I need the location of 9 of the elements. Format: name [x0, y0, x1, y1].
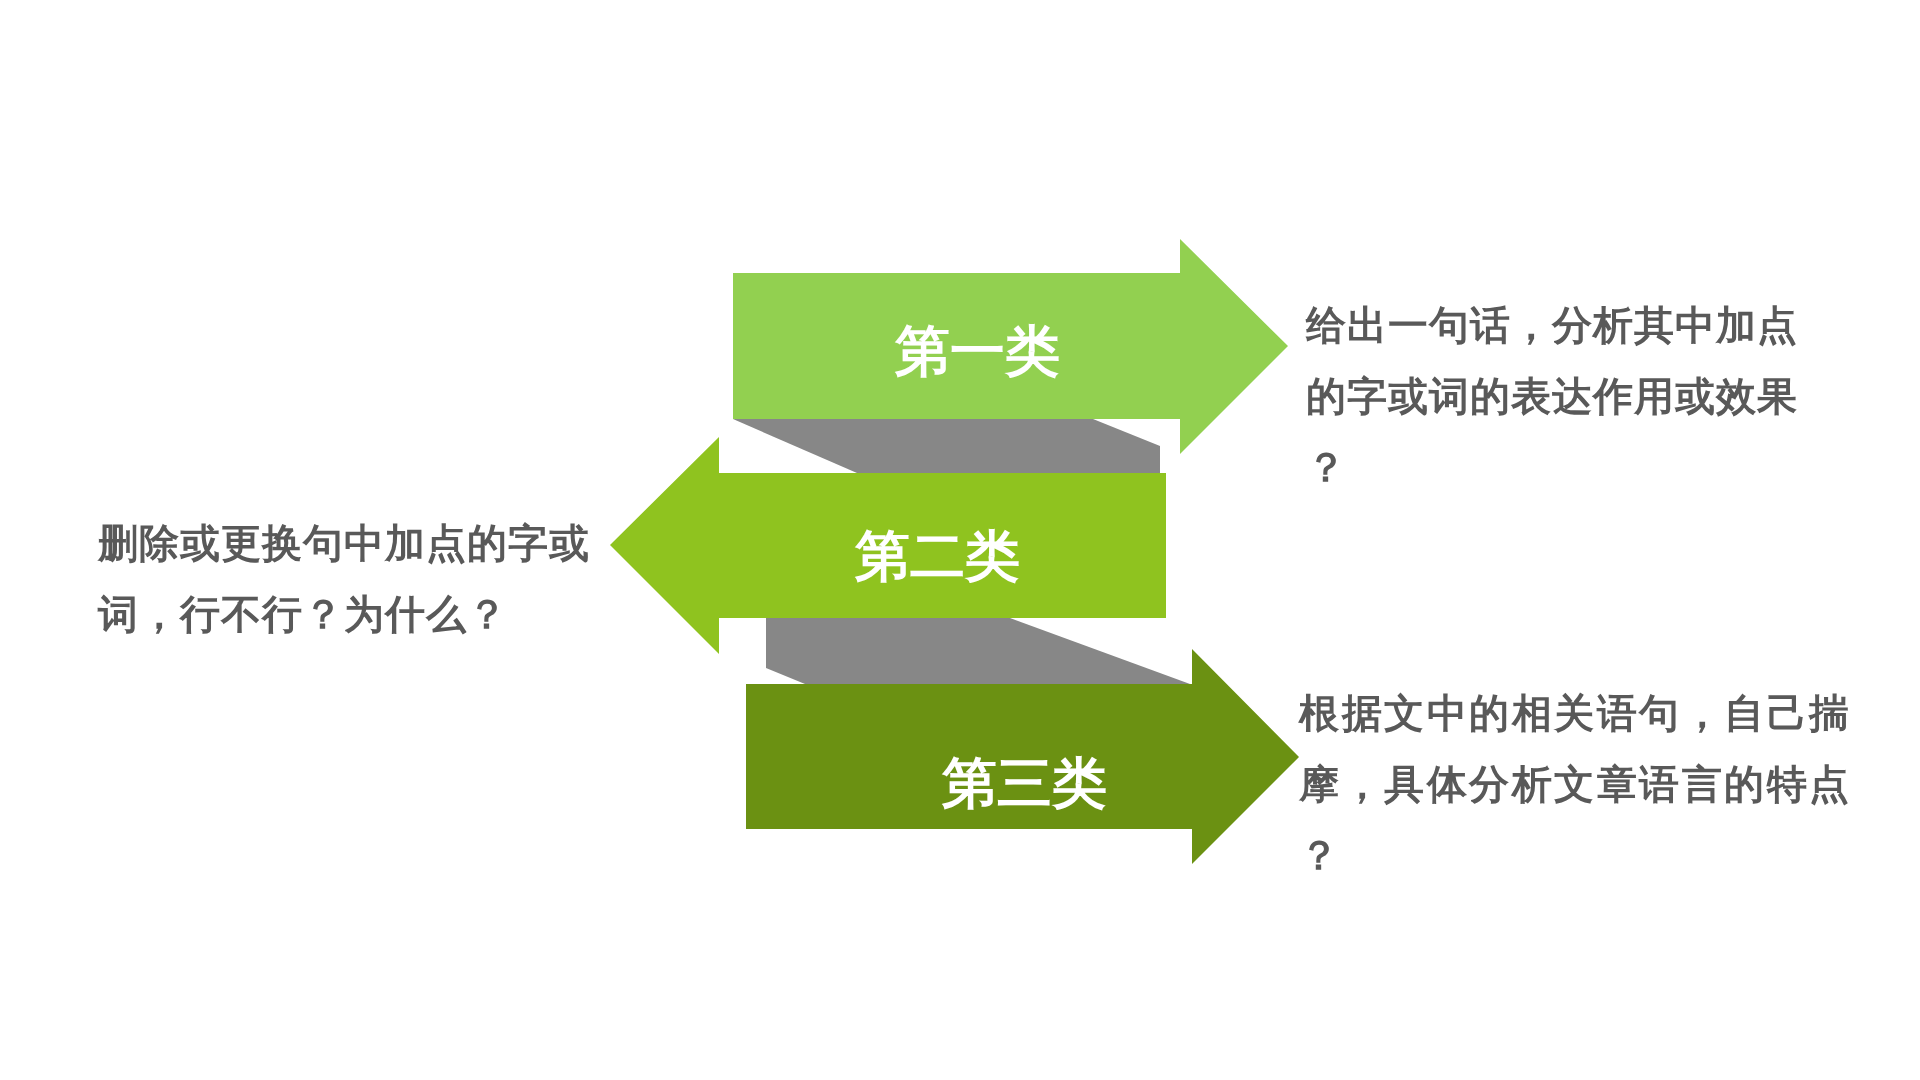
category-label: 第一类: [894, 323, 1060, 379]
pointed-banner: [733, 239, 1288, 454]
category-label: 第二类: [854, 528, 1020, 584]
pointed-banner: [746, 649, 1299, 864]
description-text: 根据文中的相关语句，自己揣摩，具体分析文章语言的特点？: [1299, 689, 1853, 880]
description-text: 删除或更换句中加点的字或词，行不行？为什么？: [98, 519, 591, 639]
description-text: 给出一句话，分析其中加点的字或词的表达作用或效果？: [1306, 301, 1799, 492]
pointed-banner: [610, 437, 1166, 654]
category-label: 第三类: [941, 755, 1107, 811]
